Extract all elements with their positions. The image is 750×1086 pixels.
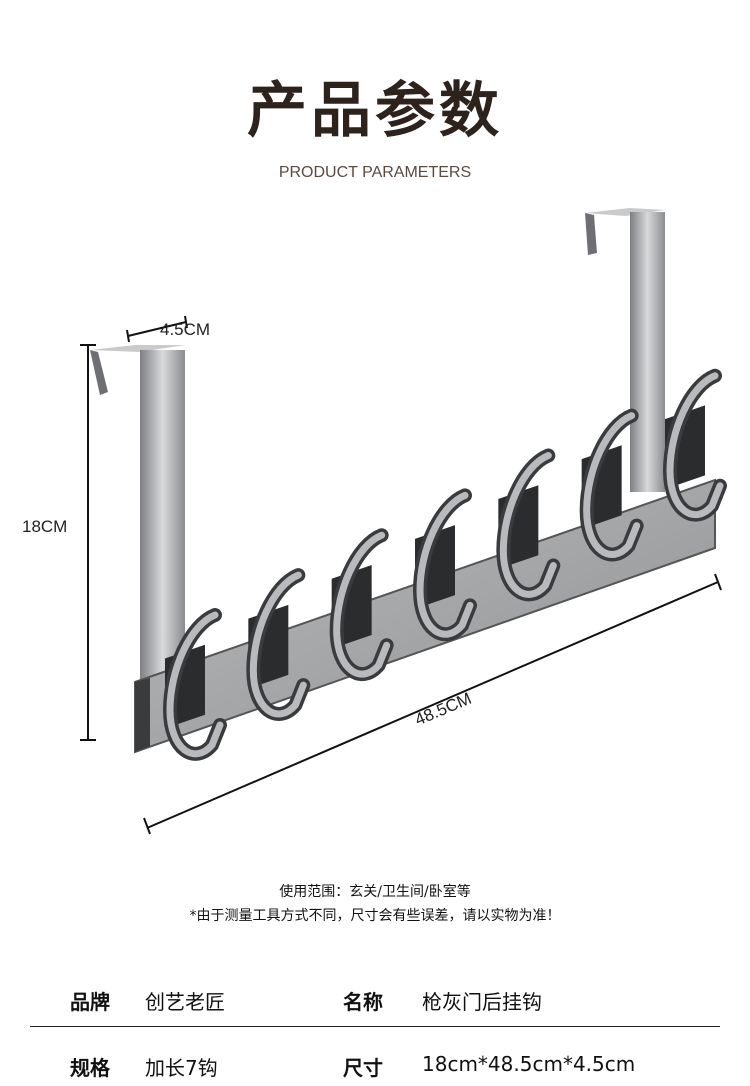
page-subtitle: PRODUCT PARAMETERS [278,164,472,181]
hook [662,368,727,522]
spec-label-brand: 品牌 [70,990,110,1014]
left-hanger [90,345,185,680]
page-title: 产品参数 [247,76,503,146]
depth-label: 4.5CM [160,320,211,339]
height-label: 18CM [22,517,68,536]
hook [496,448,561,602]
spec-label-size: 尺寸 [343,1056,383,1080]
hook [329,528,394,681]
door-hook-rack-image [80,208,727,835]
right-hanger [585,208,665,492]
spec-label-spec: 规格 [70,1056,110,1080]
hook [579,408,644,562]
spec-value-size: 18cm*48.5cm*4.5cm [422,1052,636,1076]
spec-value-brand: 创艺老匠 [145,990,225,1014]
hook [246,568,311,721]
usage-note: 使用范围：玄关/卫生间/卧室等 [279,884,471,900]
spec-value-name: 枪灰门后挂钩 [422,990,542,1014]
disclaimer-note: *由于测量工具方式不同，尺寸会有些误差，请以实物为准！ [189,908,561,924]
hook [412,488,477,642]
hook [162,608,227,761]
spec-label-name: 名称 [343,990,383,1014]
spec-row: 规格 加长7钩 尺寸 18cm*48.5cm*4.5cm [0,1046,750,1086]
dimension-lines [80,315,722,835]
notes: 使用范围：玄关/卫生间/卧室等 *由于测量工具方式不同，尺寸会有些误差，请以实物… [0,880,750,928]
spec-row: 品牌 创艺老匠 名称 枪灰门后挂钩 [0,980,750,1020]
spec-value-spec: 加长7钩 [145,1056,218,1080]
divider [30,1026,720,1027]
